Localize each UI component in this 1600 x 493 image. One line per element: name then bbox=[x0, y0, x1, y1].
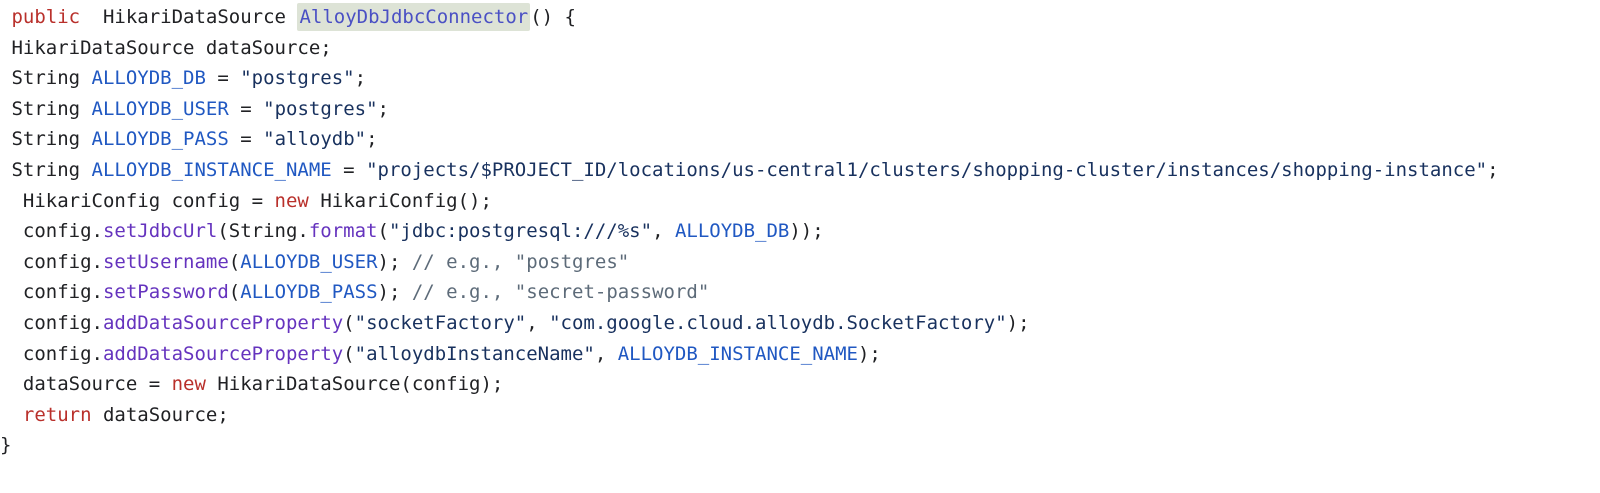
token-plain: = bbox=[228, 97, 264, 120]
token-keyword: public bbox=[11, 6, 81, 28]
token-comment: // e.g., "secret-password" bbox=[411, 281, 710, 304]
token-plain: ); bbox=[857, 342, 881, 365]
token-plain: String bbox=[0, 158, 92, 181]
code-line: String ALLOYDB_USER = "postgres"; bbox=[0, 94, 1600, 125]
token-string: "jdbc:postgresql:///%s" bbox=[388, 220, 653, 243]
code-line: public HikariDataSource AlloyDbJdbcConne… bbox=[0, 2, 1600, 33]
token-plain: ; bbox=[354, 67, 367, 90]
highlighted-method-name: AlloyDbJdbcConnector bbox=[297, 3, 531, 31]
token-plain: , bbox=[652, 220, 675, 243]
token-constant: ALLOYDB_PASS bbox=[240, 281, 378, 304]
token-plain: HikariConfig config = bbox=[0, 189, 275, 212]
token-plain: = bbox=[331, 158, 367, 181]
code-line: config.setUsername(ALLOYDB_USER); // e.g… bbox=[0, 247, 1600, 278]
token-plain: ; bbox=[377, 97, 389, 120]
token-method: addDataSourceProperty bbox=[102, 311, 344, 334]
token-string: "socketFactory" bbox=[354, 311, 527, 334]
token-constant: ALLOYDB_PASS bbox=[91, 128, 229, 151]
token-plain: HikariConfig(); bbox=[308, 189, 492, 212]
token-plain: ( bbox=[343, 342, 355, 365]
token-plain: ( bbox=[343, 311, 355, 334]
token-plain: = bbox=[205, 67, 241, 90]
token-constant: ALLOYDB_USER bbox=[91, 97, 229, 120]
token-plain: ; bbox=[1487, 158, 1499, 181]
token-plain: HikariDataSource(config); bbox=[205, 373, 504, 396]
token-plain: dataSource; bbox=[91, 403, 229, 426]
token-plain bbox=[0, 6, 11, 28]
token-plain: (String. bbox=[217, 220, 309, 243]
token-keyword: new bbox=[171, 373, 206, 396]
token-method: addDataSourceProperty bbox=[102, 342, 344, 365]
code-line: } bbox=[0, 430, 1600, 461]
token-keyword: new bbox=[274, 189, 309, 212]
token-plain: dataSource = bbox=[0, 373, 172, 396]
token-method: setUsername bbox=[102, 250, 229, 273]
code-line: String ALLOYDB_PASS = "alloydb"; bbox=[0, 124, 1600, 155]
token-plain: String bbox=[0, 67, 92, 90]
token-string: "alloydb" bbox=[263, 128, 367, 151]
token-constant: ALLOYDB_INSTANCE_NAME bbox=[617, 342, 858, 365]
token-constant: ALLOYDB_DB bbox=[91, 67, 206, 90]
token-plain: config. bbox=[0, 250, 103, 273]
token-plain: ( bbox=[377, 220, 389, 243]
code-line: return dataSource; bbox=[0, 400, 1600, 431]
code-line: String ALLOYDB_INSTANCE_NAME = "projects… bbox=[0, 155, 1600, 186]
token-plain: ; bbox=[366, 128, 378, 151]
token-plain: = bbox=[228, 128, 264, 151]
token-plain: } bbox=[0, 434, 12, 457]
code-block: public HikariDataSource AlloyDbJdbcConne… bbox=[0, 2, 1600, 461]
token-string: "postgres" bbox=[240, 67, 355, 90]
token-plain: String bbox=[0, 128, 92, 151]
code-line: config.setJdbcUrl(String.format("jdbc:po… bbox=[0, 216, 1600, 247]
code-line: dataSource = new HikariDataSource(config… bbox=[0, 369, 1600, 400]
token-method: setPassword bbox=[102, 281, 229, 304]
code-line: HikariDataSource dataSource; bbox=[0, 33, 1600, 64]
token-plain: ); bbox=[377, 281, 412, 304]
token-plain: , bbox=[594, 342, 618, 365]
token-string: "projects/$PROJECT_ID/locations/us-centr… bbox=[366, 158, 1488, 181]
code-line: String ALLOYDB_DB = "postgres"; bbox=[0, 63, 1600, 94]
token-plain: HikariDataSource dataSource; bbox=[0, 36, 332, 59]
token-plain: () { bbox=[530, 6, 576, 28]
token-string: "postgres" bbox=[263, 97, 378, 120]
token-keyword: return bbox=[22, 403, 92, 426]
code-line: config.addDataSourceProperty("alloydbIns… bbox=[0, 339, 1600, 370]
token-plain: ); bbox=[1006, 311, 1030, 334]
code-line: config.addDataSourceProperty("socketFact… bbox=[0, 308, 1600, 339]
token-constant: ALLOYDB_INSTANCE_NAME bbox=[91, 158, 332, 181]
token-constant: ALLOYDB_USER bbox=[240, 250, 378, 273]
token-plain: ( bbox=[228, 250, 241, 273]
token-plain: , bbox=[526, 311, 550, 334]
token-plain: HikariDataSource bbox=[80, 6, 298, 28]
token-plain: config. bbox=[0, 342, 103, 365]
token-string: "alloydbInstanceName" bbox=[354, 342, 595, 365]
token-plain: config. bbox=[0, 311, 103, 334]
token-method: setJdbcUrl bbox=[102, 220, 218, 243]
token-plain: config. bbox=[0, 220, 103, 243]
code-line: HikariConfig config = new HikariConfig()… bbox=[0, 186, 1600, 217]
token-plain: ); bbox=[377, 250, 412, 273]
token-plain: String bbox=[0, 97, 92, 120]
token-method: format bbox=[308, 220, 378, 243]
token-string: "com.google.cloud.alloydb.SocketFactory" bbox=[549, 311, 1007, 334]
token-plain: )); bbox=[789, 220, 824, 243]
token-comment: // e.g., "postgres" bbox=[411, 250, 630, 273]
token-plain bbox=[0, 404, 23, 426]
token-plain: ( bbox=[228, 281, 241, 304]
code-line: config.setPassword(ALLOYDB_PASS); // e.g… bbox=[0, 277, 1600, 308]
token-plain: config. bbox=[0, 281, 103, 304]
token-constant: ALLOYDB_DB bbox=[674, 220, 790, 243]
